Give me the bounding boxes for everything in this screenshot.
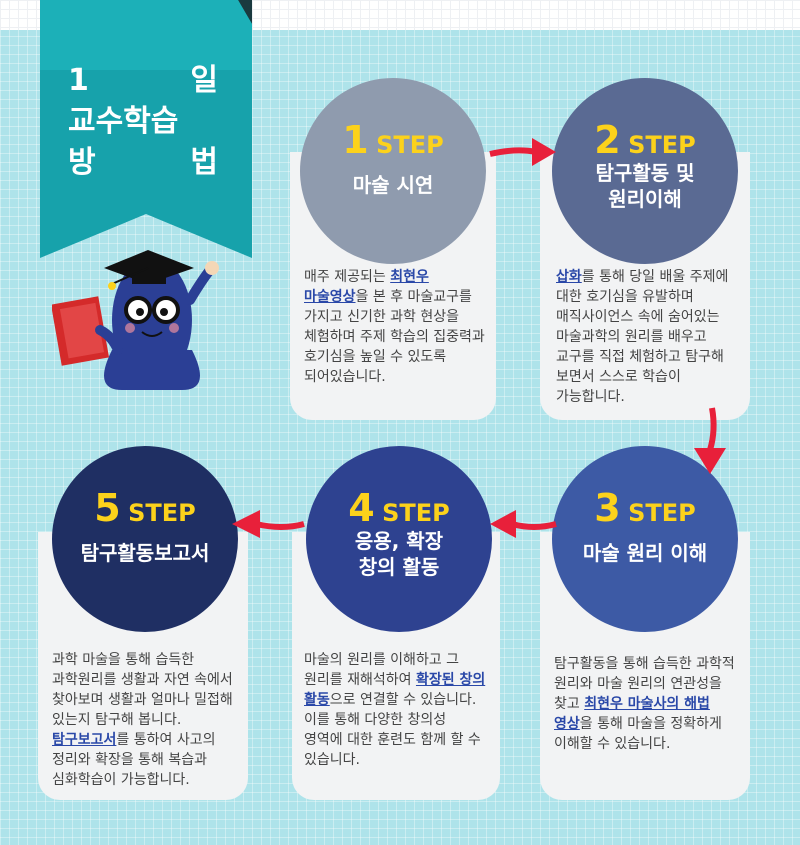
arrow-step-2-to-3-icon xyxy=(694,407,726,474)
highlight-text: 삽화 xyxy=(556,269,582,285)
step-title: 마술 원리 이해 xyxy=(582,541,708,565)
step-1-heading: 1 STEP xyxy=(300,118,486,162)
description-text: 를 통하여 사고의 정리와 확장을 통해 복습과 심화학습이 가능합니다. xyxy=(52,732,216,788)
step-number: 2 xyxy=(594,118,620,162)
step-label: STEP xyxy=(373,499,450,527)
step-label: STEP xyxy=(619,131,696,159)
step-4-description: 마술의 원리를 이해하고 그 원리를 재해석하여 확장된 창의 활동으로 연결할… xyxy=(304,650,494,770)
banner-row-2: 교수학습 xyxy=(68,101,218,142)
highlight-text: 최현우 마술사의 해법 영상 xyxy=(554,696,710,732)
step-title: 응용, 확장 창의 활동 xyxy=(354,529,444,579)
step-3-heading: 3 STEP xyxy=(552,486,738,530)
step-number: 3 xyxy=(594,486,620,530)
step-5-description: 과학 마술을 통해 습득한 과학원리를 생활과 자연 속에서 찾아보며 생활과 … xyxy=(52,650,242,790)
step-2-description: 삽화를 통해 당일 배울 주제에 대한 호기심을 유발하며 매직사이언스 속에 … xyxy=(556,267,746,407)
banner-day-number: 1 xyxy=(68,63,89,98)
banner-ribbon xyxy=(40,0,252,258)
step-number: 1 xyxy=(342,118,368,162)
banner-method-a: 방 xyxy=(68,145,96,180)
description-text: 매주 제공되는 xyxy=(304,269,391,285)
step-title: 탐구활동 및 원리이해 xyxy=(595,161,695,211)
banner-method-b: 법 xyxy=(190,145,218,180)
description-text: 를 통해 당일 배울 주제에 대한 호기심을 유발하며 매직사이언스 속에 숨어… xyxy=(556,269,729,405)
step-1-description: 매주 제공되는 최현우 마술영상을 본 후 마술교구를 가지고 신기한 과학 현… xyxy=(304,267,494,387)
arrow-step-4-to-5-icon xyxy=(232,510,305,538)
step-3-circle: 3 STEP 마술 원리 이해 xyxy=(552,446,738,632)
description-text: 으로 연결할 수 있습니다. 이를 통해 다양한 창의성 영역에 대한 훈련도 … xyxy=(304,692,481,768)
mascot-illustration xyxy=(52,250,219,390)
arrow-step-1-to-2-icon xyxy=(489,138,556,166)
highlight-text: 탐구보고서 xyxy=(52,732,117,748)
step-label: STEP xyxy=(367,131,444,159)
highlight-text: 확장된 창의 활동 xyxy=(304,672,486,708)
banner-title: 1 일 교수학습 방 법 xyxy=(68,60,218,183)
step-4-heading: 4 STEP xyxy=(306,486,492,530)
step-label: STEP xyxy=(619,499,696,527)
description-text: 탐구활동을 통해 습득한 과학적 원리와 마술 원리의 연관성을 찾고 xyxy=(554,656,735,712)
step-label: STEP xyxy=(119,499,196,527)
arrow-step-3-to-4-icon xyxy=(490,510,557,538)
description-text: 을 본 후 마술교구를 가지고 신기한 과학 현상을 체험하며 주제 학습의 집… xyxy=(304,289,485,385)
description-text: 마술의 원리를 이해하고 그 원리를 재해석하여 xyxy=(304,652,460,688)
description-text: 과학 마술을 통해 습득한 과학원리를 생활과 자연 속에서 찾아보며 생활과 … xyxy=(52,652,233,728)
step-2-heading: 2 STEP xyxy=(552,118,738,162)
step-title: 마술 시연 xyxy=(352,173,434,197)
banner-row-3: 방 법 xyxy=(68,142,218,183)
banner-teaching: 교수학습 xyxy=(68,104,179,139)
step-number: 4 xyxy=(348,486,374,530)
banner-day-word: 일 xyxy=(190,63,218,98)
step-title: 탐구활동보고서 xyxy=(80,541,210,565)
description-text: 을 통해 마술을 정확하게 이해할 수 있습니다. xyxy=(554,716,722,752)
banner-row-1: 1 일 xyxy=(68,60,218,101)
step-5-circle: 5 STEP 탐구활동보고서 xyxy=(52,446,238,632)
step-3-description: 탐구활동을 통해 습득한 과학적 원리와 마술 원리의 연관성을 찾고 최현우 … xyxy=(554,654,744,754)
step-1-circle: 1 STEP 마술 시연 xyxy=(300,78,486,264)
highlight-text: 최현우 마술영상 xyxy=(304,269,429,305)
step-number: 5 xyxy=(94,486,120,530)
step-5-heading: 5 STEP xyxy=(52,486,238,530)
